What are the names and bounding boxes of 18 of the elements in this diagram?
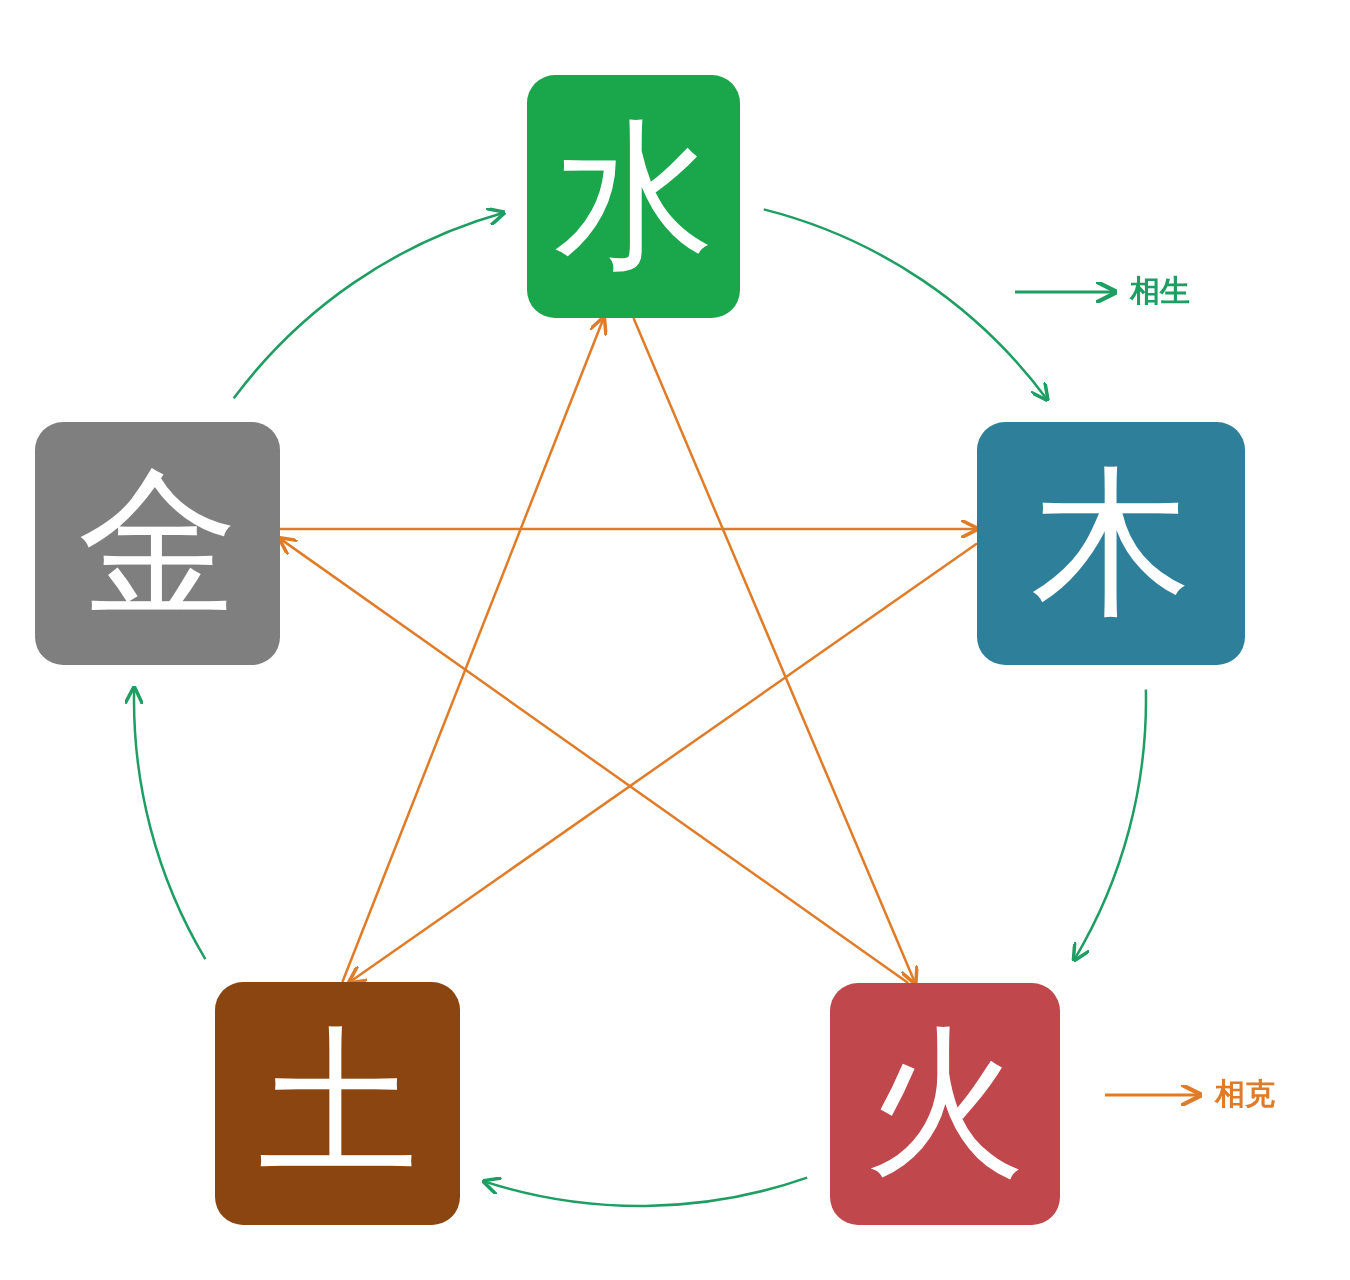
curved-arrow [763,208,1050,403]
element-character: 水 [553,116,714,277]
legend-label: 相生 [1130,276,1190,306]
element-box [215,982,460,1225]
element-character: 火 [865,1024,1025,1184]
element-box [830,983,1060,1225]
curved-arrow [1071,689,1148,964]
legend-label: 相克 [1215,1079,1275,1109]
element-character: 金 [77,463,238,624]
element-character: 土 [257,1023,418,1184]
curved-arrow [232,207,507,400]
curved-arrow [480,1175,808,1207]
element-box [977,422,1245,665]
element-box [527,75,740,318]
element-character: 木 [1031,463,1191,624]
element-box [35,422,280,665]
straight-arrow [346,542,978,985]
curved-arrow [124,684,207,960]
